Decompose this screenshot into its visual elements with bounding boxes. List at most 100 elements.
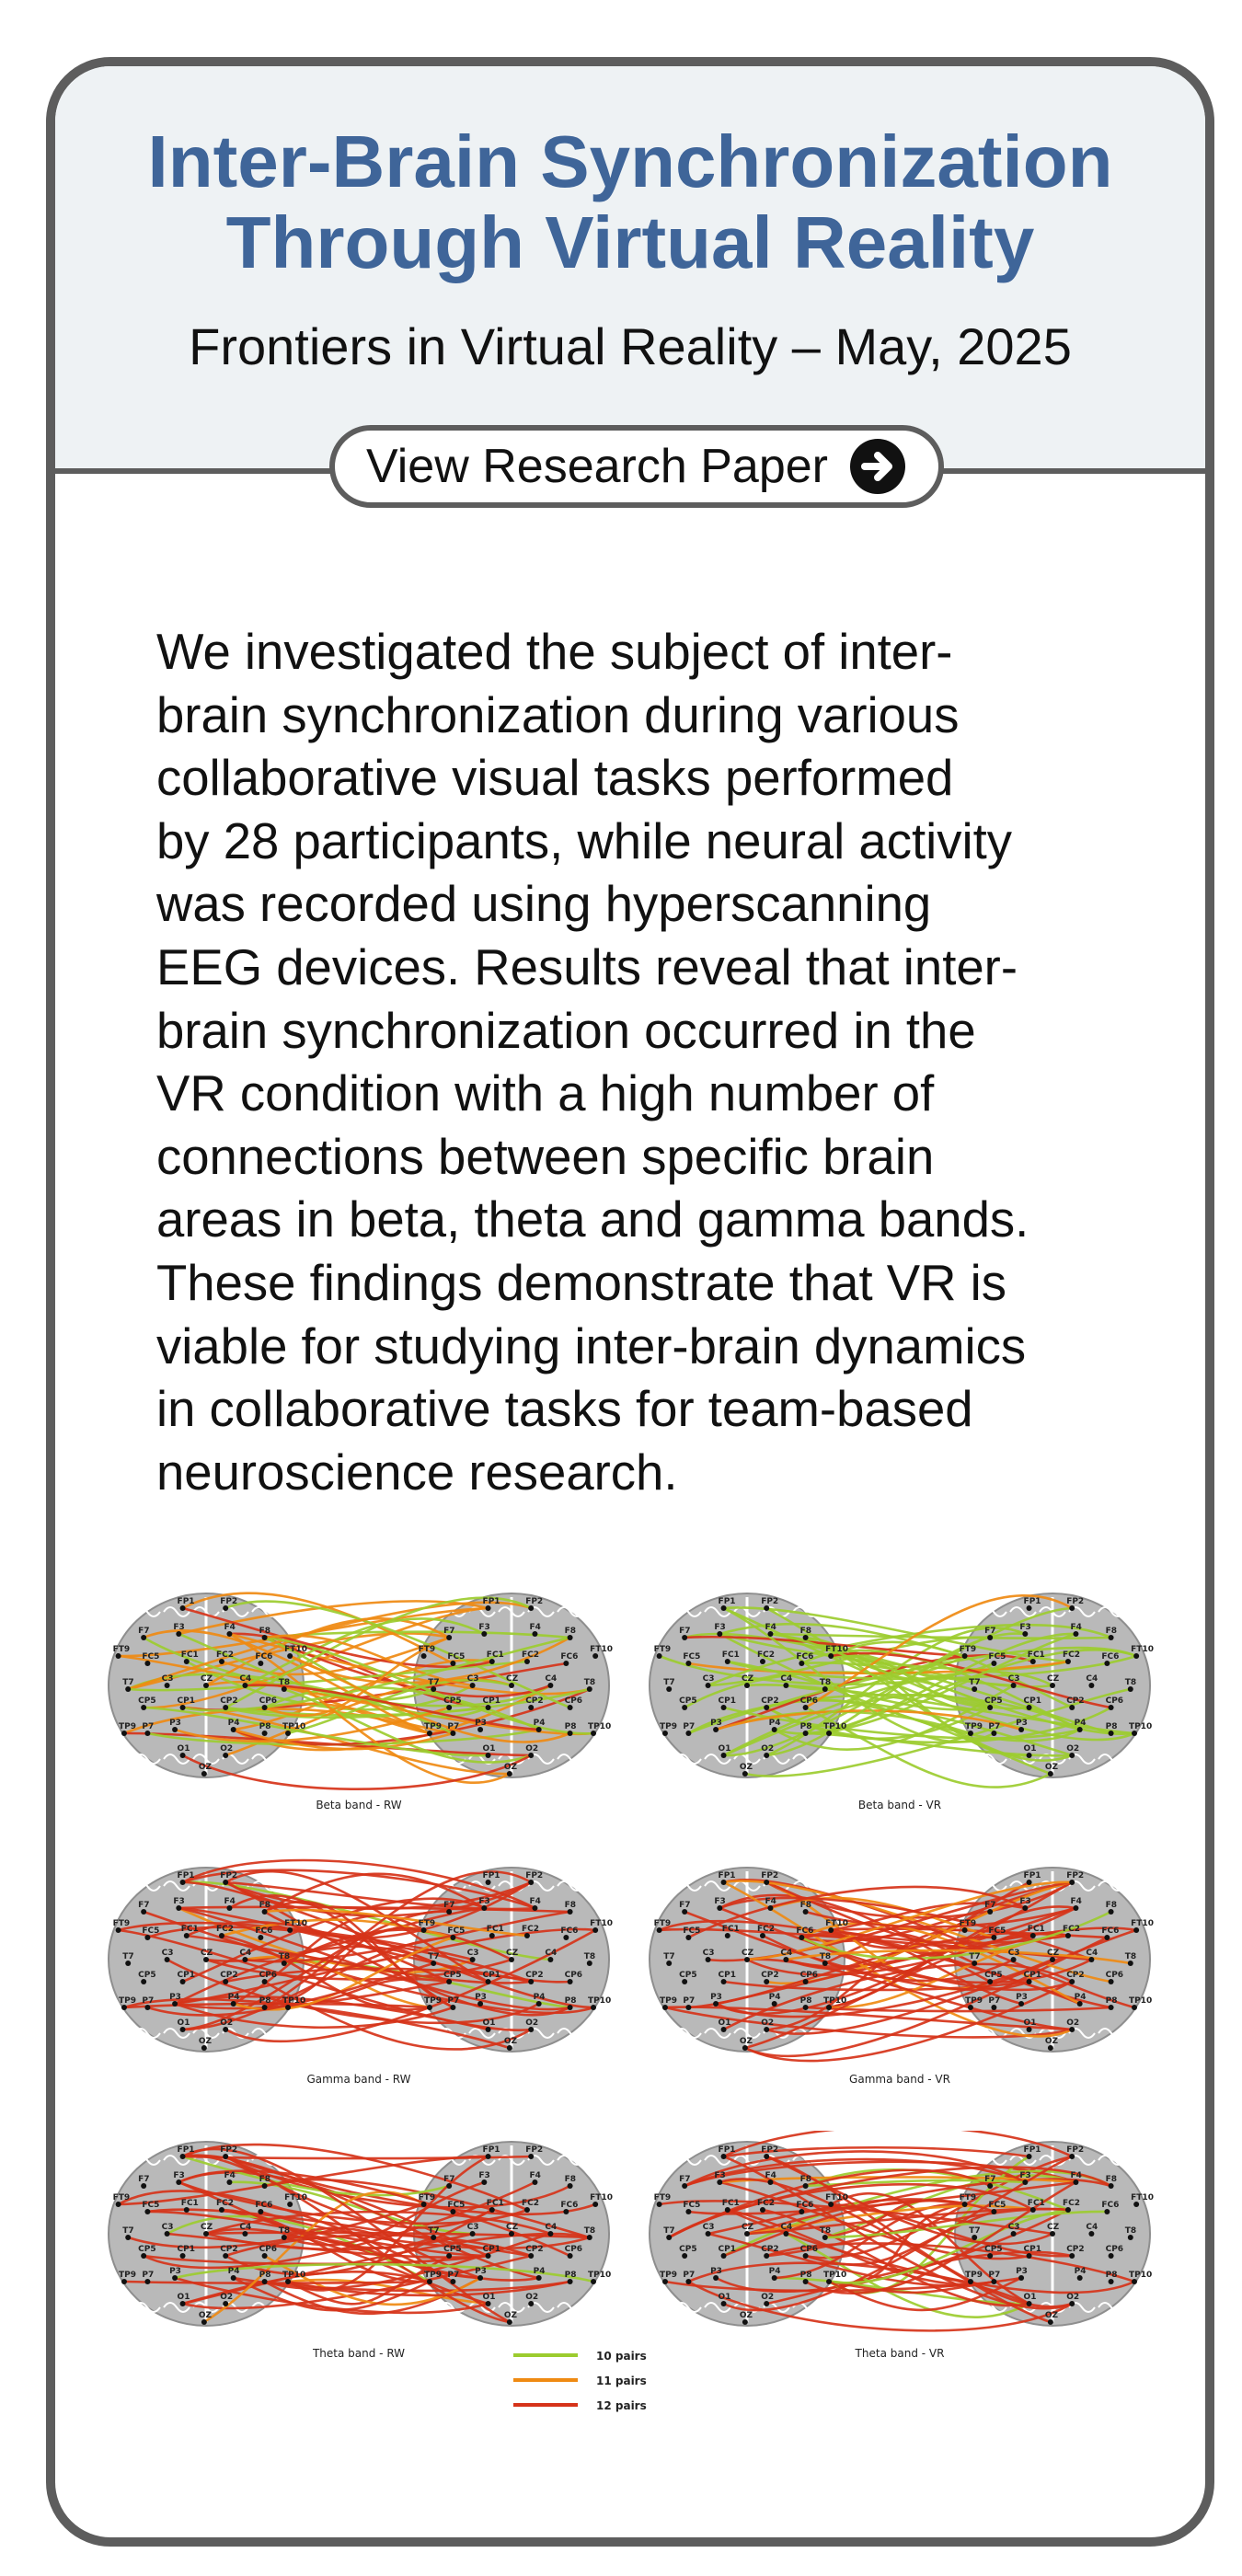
connection-line	[224, 1928, 596, 2043]
electrode-dot	[176, 1905, 182, 1911]
electrode-dot	[144, 2279, 151, 2284]
electrode-label: P8	[259, 2271, 271, 2280]
electrode-dot	[164, 1683, 170, 1688]
electrode-label: TP9	[660, 1996, 677, 2006]
electrode-dot	[591, 2279, 597, 2284]
electrode-label: FC5	[142, 1926, 159, 1936]
electrode-dot	[226, 1631, 233, 1637]
electrode-dot	[183, 1659, 190, 1664]
electrode-label: F8	[565, 2175, 576, 2184]
electrode-label: O2	[220, 2018, 233, 2028]
electrode-dot	[802, 1705, 809, 1710]
electrode-dot	[563, 2209, 569, 2214]
view-research-paper-button[interactable]: View Research Paper	[329, 425, 944, 508]
abstract-line: We investigated the subject of inter-	[156, 624, 953, 680]
electrode-label: CP5	[679, 2245, 696, 2254]
panel-caption: Beta band - VR	[858, 1799, 941, 1811]
electrode-dot	[764, 1880, 770, 1885]
electrode-label: F4	[224, 1897, 235, 1906]
electrode-label: CP5	[138, 2245, 155, 2254]
electrode-label: CP5	[984, 1696, 1002, 1706]
electrode-label: F4	[765, 1897, 776, 1906]
electrode-dot	[230, 2001, 236, 2007]
electrode-dot	[183, 1933, 190, 1938]
connection-line	[830, 1902, 1026, 1932]
electrode-dot	[720, 2253, 727, 2259]
electrode-label: FP2	[525, 1597, 543, 1606]
electrode-label: OZ	[199, 1763, 213, 1772]
electrode-label: CP1	[1024, 1696, 1041, 1706]
electrode-dot	[1108, 2279, 1114, 2284]
connection-line	[687, 1646, 1137, 1735]
electrode-dot	[477, 1727, 484, 1732]
electrode-dot	[822, 1961, 828, 1966]
connection-line	[287, 1678, 512, 1735]
connection-line	[684, 1635, 965, 1658]
electrode-label: O1	[178, 2293, 190, 2302]
electrode-label: F7	[984, 1627, 995, 1636]
electrode-label: P7	[988, 1722, 1000, 1731]
connection-line	[828, 2276, 1022, 2312]
abstract-line: brain synchronization occurred in the	[156, 1002, 976, 1059]
electrode-label: F7	[984, 2175, 995, 2184]
electrode-dot	[1026, 2154, 1032, 2159]
electrode-dot	[666, 2235, 673, 2240]
electrode-dot	[450, 1731, 456, 1736]
electrode-label: P3	[169, 1719, 181, 1728]
electrode-label: CP6	[1106, 1971, 1123, 1980]
electrode-label: P4	[769, 1719, 781, 1728]
electrode-dot	[682, 2183, 688, 2189]
electrode-dot	[261, 2005, 268, 2010]
electrode-dot	[509, 2231, 514, 2237]
connection-line	[221, 1934, 431, 2011]
electrode-label: FC2	[522, 1650, 539, 1660]
electrode-label: FP1	[1024, 1871, 1041, 1880]
connection-line	[174, 1706, 450, 1742]
electrode-label: C4	[239, 1674, 251, 1684]
electrode-dot	[261, 1731, 268, 1736]
electrode-label: CP1	[1024, 1971, 1041, 1980]
electrode-dot	[759, 1933, 765, 1938]
electrode-label: CP2	[761, 2245, 778, 2254]
electrode-dot	[1026, 2301, 1032, 2306]
electrode-label: OZ	[199, 2037, 213, 2046]
electrode-label: FC1	[722, 2199, 740, 2208]
electrode-label: FC1	[487, 2199, 504, 2208]
electrode-label: FC6	[796, 1652, 813, 1662]
electrode-label: O2	[761, 2293, 774, 2302]
electrode-label: P7	[683, 1722, 695, 1731]
electrode-label: P4	[228, 2267, 240, 2276]
abstract-line: VR condition with a high number of	[156, 1065, 935, 1122]
connection-line	[722, 1606, 995, 1743]
electrode-dot	[1010, 1957, 1017, 1962]
connection-line	[178, 1905, 570, 1914]
electrode-dot	[1069, 1705, 1075, 1710]
electrode-dot	[223, 2253, 229, 2259]
electrode-dot	[991, 2279, 997, 2284]
connection-line	[233, 1728, 454, 1751]
electrode-label: CP5	[984, 1971, 1002, 1980]
electrode-label: F3	[714, 1623, 725, 1632]
electrode-label: CZ	[742, 1674, 754, 1684]
electrode-label: CP5	[679, 1696, 696, 1706]
electrode-label: P7	[447, 1722, 459, 1731]
electrode-label: FC5	[988, 1926, 1006, 1936]
electrode-label: FP1	[1024, 2145, 1041, 2155]
electrode-dot	[426, 2005, 432, 2010]
electrode-dot	[420, 2202, 427, 2207]
electrode-label: FC2	[757, 1650, 775, 1660]
electrode-label: FT9	[654, 1645, 672, 1654]
electrode-label: C3	[162, 1949, 174, 1958]
electrode-label: FC6	[796, 2201, 813, 2210]
electrode-label: P8	[800, 1722, 812, 1731]
electrode-dot	[991, 1661, 997, 1666]
electrode-label: F8	[259, 2175, 270, 2184]
electrode-label: T8	[279, 1678, 290, 1687]
connection-line	[723, 1606, 1069, 1663]
electrode-dot	[115, 1927, 121, 1933]
electrode-label: T8	[1125, 2226, 1136, 2236]
electrode-label: CP2	[1066, 1696, 1084, 1706]
connection-line	[770, 1896, 995, 1939]
electrode-label: O1	[483, 2293, 496, 2302]
